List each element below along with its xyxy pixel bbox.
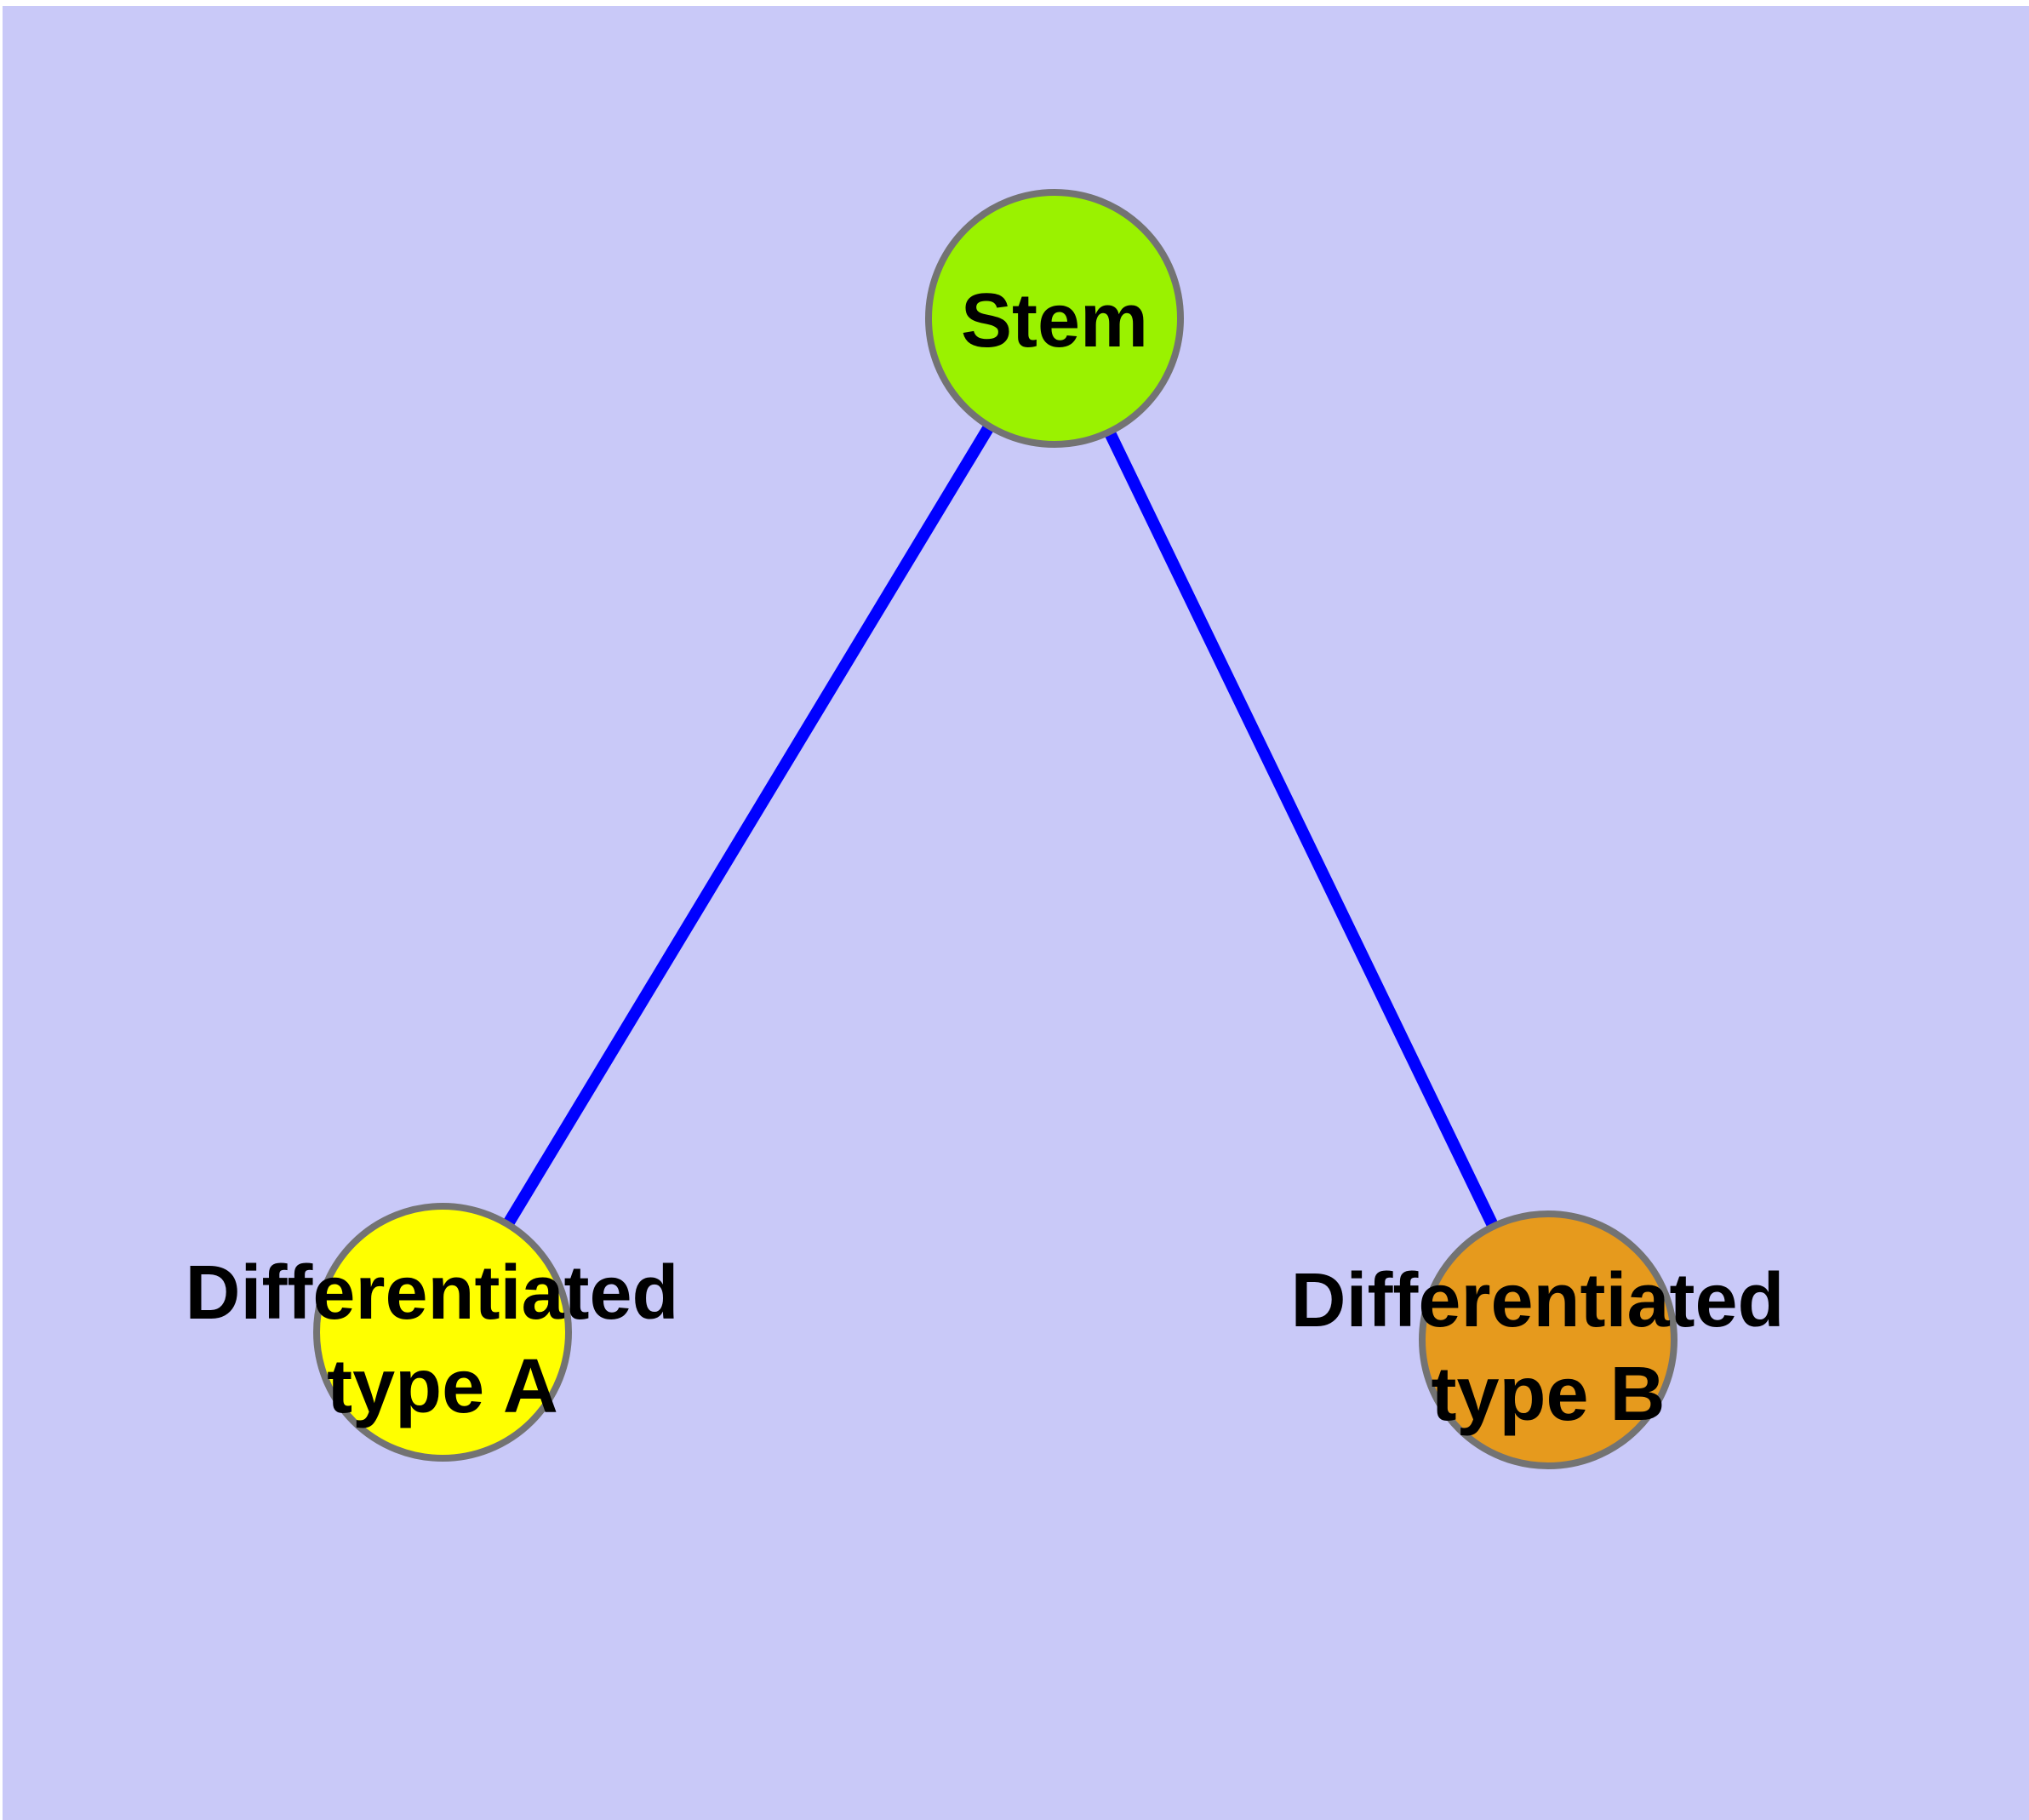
- node-type-b-label-line1: Differentiated: [1290, 1258, 1784, 1343]
- node-type-a-label-line2: type A: [327, 1344, 558, 1429]
- edge-stem-to-type-a: [437, 315, 1060, 1336]
- edge-stem-to-type-b: [1049, 315, 1554, 1343]
- node-stem: [925, 189, 1184, 448]
- node-type-a: [313, 1203, 572, 1462]
- node-type-b-label: Differentiated type B: [1290, 1258, 1805, 1437]
- node-type-b-label-line2: type B: [1431, 1352, 1665, 1437]
- node-type-b: [1419, 1210, 1677, 1469]
- node-type-a-label-line1: Differentiated: [185, 1251, 678, 1336]
- node-type-a-label: Differentiated type A: [185, 1251, 700, 1429]
- node-stem-label: Stem: [961, 278, 1148, 363]
